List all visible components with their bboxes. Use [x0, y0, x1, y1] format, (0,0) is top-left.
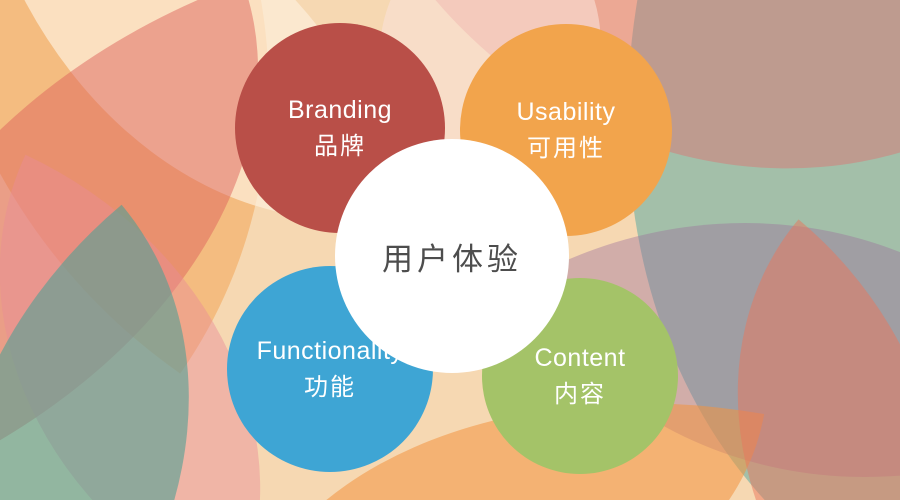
content-label-zh: 内容 — [554, 380, 606, 408]
usability-label-zh: 可用性 — [527, 134, 605, 162]
branding-label-zh: 品牌 — [314, 132, 366, 160]
functionality-label-zh: 功能 — [304, 373, 356, 401]
circle-center-user-experience: 用户体验 — [335, 139, 569, 373]
circle-branding: Branding 品牌 — [235, 23, 445, 233]
content-label-en: Content — [534, 343, 626, 372]
usability-label-en: Usability — [516, 97, 616, 126]
center-label: 用户体验 — [382, 241, 522, 277]
branding-label-en: Branding — [287, 95, 393, 124]
